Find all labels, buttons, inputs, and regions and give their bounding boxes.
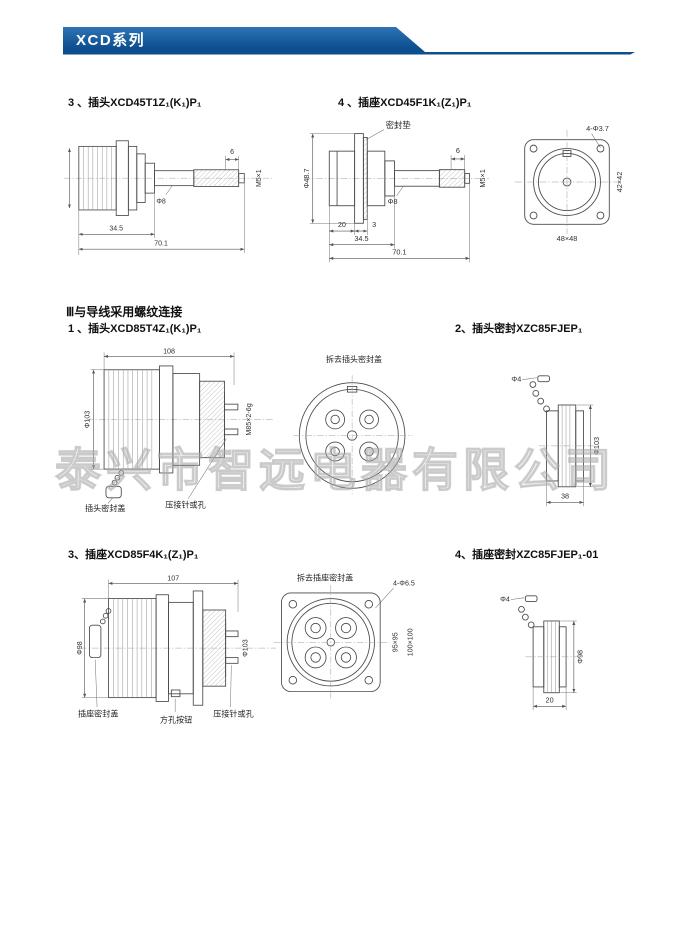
socket45-geometry xyxy=(303,129,490,263)
drawing-socket45-front: 4-Φ3.7 42×42 48×48 xyxy=(514,124,624,243)
seal-cover-label: 插座密封盖 xyxy=(78,709,118,719)
label-plug-seal-85: 2、插头密封XZC85FJEP₁ xyxy=(455,323,583,335)
drawing-plug45-side: Φ8 6 M5×1 34.5 70.1 xyxy=(63,140,274,255)
label-socket-xcd85: 3、插座XCD85F4K₁(Z₁)P₁ xyxy=(68,549,199,561)
socket45-front-geometry xyxy=(514,129,620,235)
label-socket-seal-85: 4、插座密封XZC85FJEP₁-01 xyxy=(455,549,599,561)
dim-label: Φ98 xyxy=(76,641,84,655)
dim-label: 70.1 xyxy=(154,240,168,247)
drawing-socket85-front: 拆去插座密封盖 4-Φ6.5 95×95 100×100 xyxy=(273,573,415,700)
dim-label: Φ48.7 xyxy=(302,168,311,188)
seal-cover-label: 插头密封盖 xyxy=(85,503,126,513)
remove-cover-label: 拆去插头密封盖 xyxy=(326,354,382,364)
label-plug-xcd45: 3 、插头XCD45T1Z₁(K₁)P₁ xyxy=(68,97,202,109)
crimp-label: 压接针或孔 xyxy=(213,709,253,719)
dim-label: Φ8 xyxy=(156,198,166,205)
drawing-socket-seal-cap: Φ4 Φ98 20 xyxy=(500,595,585,711)
dim-label: Φ103 xyxy=(592,437,601,455)
dim-label: 34.5 xyxy=(109,226,123,233)
label-plug-xcd85: 1 、插头XCD85T4Z₁(K₁)P₁ xyxy=(68,323,202,335)
dim-label: Φ98 xyxy=(576,650,585,664)
section3-heading: Ⅲ与导线采用螺纹连接 xyxy=(66,305,183,319)
dim-label: 95×95 xyxy=(391,632,399,652)
dim-label: M85×2-6g xyxy=(245,403,253,435)
series-title: XCD系列 xyxy=(76,32,146,49)
crimp-label: 压接针或孔 xyxy=(165,499,206,509)
drawing-plug85-side: 108 Φ103 M85×2-6g 插头密封盖 压接针或孔 xyxy=(84,348,275,513)
label-socket-xcd45: 4 、插座XCD45F1K₁(Z₁)P₁ xyxy=(338,97,472,109)
dim-label: Φ4 xyxy=(500,595,510,604)
dim-label: Φ8 xyxy=(388,197,398,206)
dim-label: 3 xyxy=(372,220,376,229)
dim-label: 4-Φ3.7 xyxy=(586,124,609,133)
dim-label: 20 xyxy=(546,695,554,704)
drawing-socket85-side: 107 Φ98 Φ103 插座密封盖 方孔按钮 压接针或孔 xyxy=(76,574,277,724)
remove-cover-label: 拆去插座密封盖 xyxy=(297,573,353,583)
dim-label: 48×48 xyxy=(557,234,578,243)
dim-label: 100×100 xyxy=(406,628,414,656)
series-header-banner: XCD系列 xyxy=(63,27,425,52)
socket85-geometry xyxy=(79,579,277,712)
dim-label: 4-Φ6.5 xyxy=(393,579,415,587)
dim-label: 42×42 xyxy=(615,172,624,193)
plug85-geometry xyxy=(86,352,275,504)
gasket-label: 密封垫 xyxy=(386,120,412,130)
dim-label: 34.5 xyxy=(354,234,368,243)
dim-label: 38 xyxy=(561,491,569,500)
dim-label: 108 xyxy=(163,348,175,356)
dim-label: 6 xyxy=(456,146,460,155)
header-underline xyxy=(63,52,635,55)
drawing-plug85-front: 拆去插头密封盖 xyxy=(293,354,413,494)
plug45-geometry xyxy=(63,140,274,255)
socket-seal-geometry xyxy=(510,595,580,711)
dim-label: M5×1 xyxy=(478,169,487,187)
square-button-label: 方孔按钮 xyxy=(160,714,192,724)
drawing-plug-seal-cap: Φ4 Φ103 38 xyxy=(511,375,601,507)
plug85-front-geometry xyxy=(293,375,413,494)
dim-label: 107 xyxy=(167,574,179,582)
dim-label: 70.1 xyxy=(392,247,406,256)
dim-label: Φ103 xyxy=(242,639,250,657)
socket85-front-geometry xyxy=(273,585,394,700)
drawing-socket45-side: 密封垫 Φ48.7 Φ8 6 M5×1 20 3 34.5 70.1 xyxy=(302,120,490,263)
dim-label: M5×1 xyxy=(256,169,263,187)
dim-label: Φ4 xyxy=(511,375,521,384)
dim-label: Φ103 xyxy=(84,411,92,429)
plug-seal-geometry xyxy=(522,375,596,507)
dim-label: 6 xyxy=(230,149,234,156)
dim-label: 20 xyxy=(338,220,346,229)
